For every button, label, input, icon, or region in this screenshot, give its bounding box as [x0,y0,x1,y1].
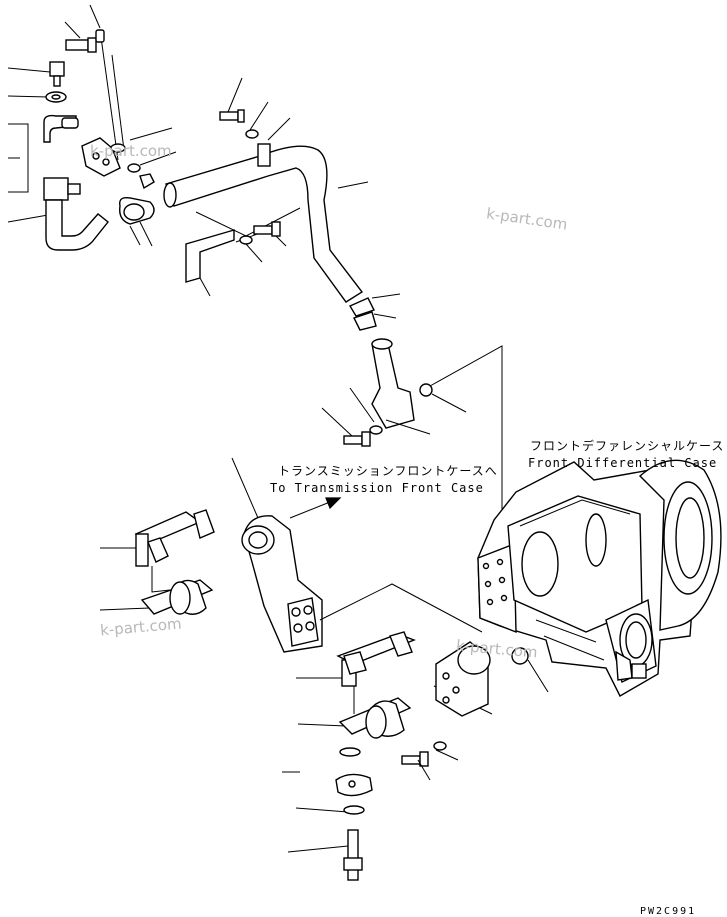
upper-left-fittings [7,4,177,251]
transmission-label-jp: トランスミッションフロントケースへ [278,464,498,478]
page-code: PW2C991 [640,906,697,917]
elbow-fitting [321,338,503,556]
transmission-arrow-line [289,501,331,519]
front-differential-case [477,459,722,697]
transmission-label-en: To Transmission Front Case [270,481,484,495]
upper-pipe-group [163,77,401,331]
middle-mount-group [99,457,483,653]
lower-mount-group [282,631,493,881]
transmission-arrow-head [325,497,342,510]
watermark: k-part.com [90,142,172,160]
front-diff-label-en: Front Differential Case [528,456,718,470]
front-diff-label-jp: フロントデファレンシャルケース [530,439,725,453]
